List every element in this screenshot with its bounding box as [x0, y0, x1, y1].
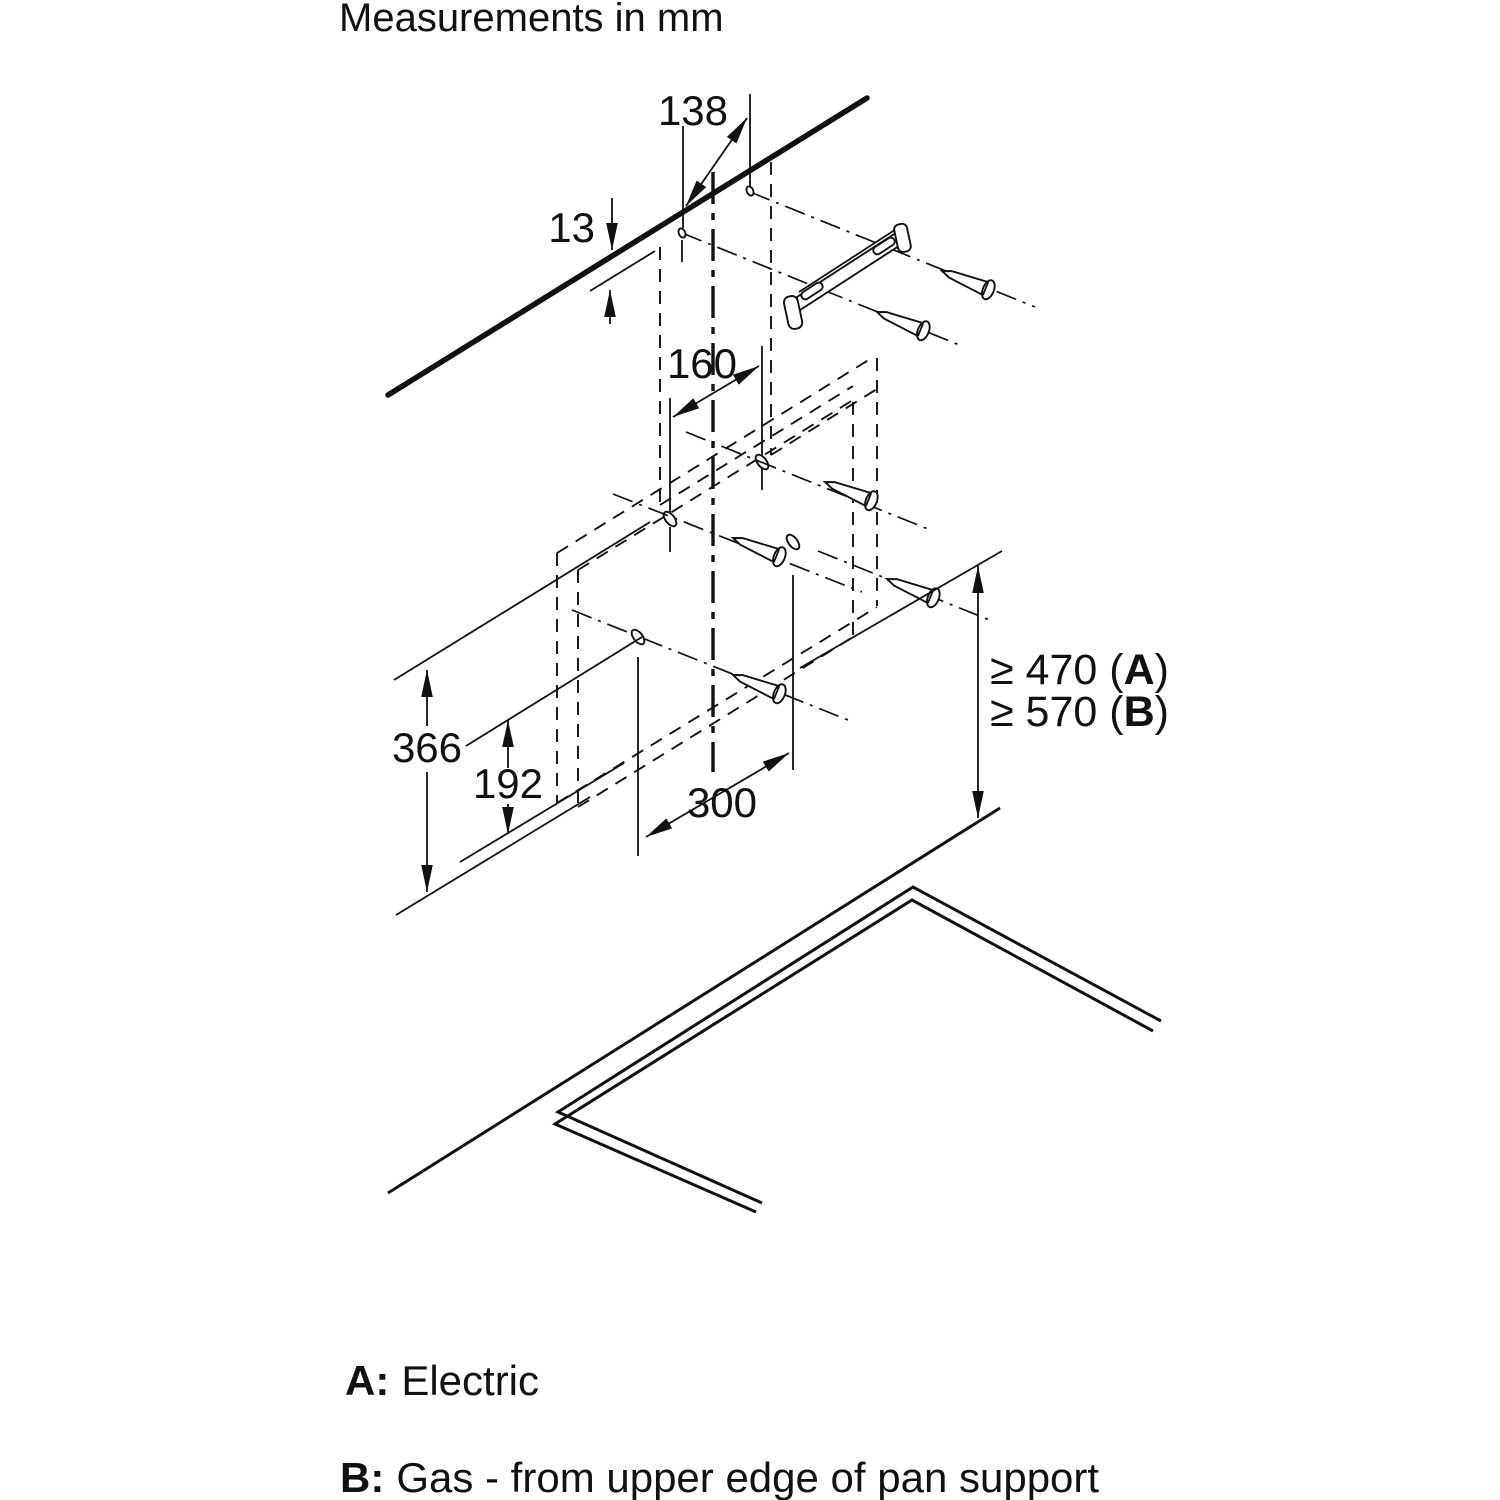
dimension-138: 138 [658, 87, 751, 228]
bracket-screw-upper [937, 260, 999, 303]
dimension-13: 13 [548, 198, 618, 324]
svg-text:160: 160 [667, 340, 737, 387]
hob-outline [551, 885, 1162, 1214]
clearance-gas: ≥ 570 (B) [990, 688, 1169, 736]
svg-text:138: 138 [658, 87, 728, 134]
dimension-160: 160 [667, 340, 763, 513]
offset-reference-line [589, 250, 656, 292]
wall-anchor-hole-right [744, 184, 756, 198]
bracket-slot-left [800, 281, 824, 301]
wall-anchor-hole-left [676, 226, 688, 240]
svg-text:300: 300 [687, 779, 757, 826]
svg-text:13: 13 [548, 204, 595, 251]
chimney-dashed-outline [659, 162, 878, 506]
wall-mounting-bracket [782, 222, 912, 330]
bracket-screw-lower [872, 301, 934, 344]
panel-keyhole-right [783, 531, 803, 553]
wall-line [385, 95, 870, 398]
legend-gas: B:Gas - from upper edge of pan support [340, 1454, 1099, 1500]
svg-text:192: 192 [473, 760, 543, 807]
diagram-title: Measurements in mm [339, 0, 724, 40]
bracket-screw-axis-lower [681, 232, 963, 347]
screw-axis-3 [571, 609, 849, 721]
dimension-clearance: ≥ 470 (A) ≥ 570 (B) [799, 550, 1169, 818]
panel-screw-1 [820, 471, 882, 514]
dimension-300: 300 [637, 575, 794, 856]
panel-screw-2 [728, 527, 790, 570]
legend-electric: A:Electric [345, 1357, 539, 1404]
canopy-dashed-outline [556, 355, 878, 808]
worktop-reference-line [387, 806, 1001, 1195]
svg-text:366: 366 [392, 724, 462, 771]
bracket-slot-right [872, 236, 896, 256]
clearance-electric: ≥ 470 (A) [990, 646, 1169, 694]
screw-axis-1 [685, 431, 929, 530]
panel-screw-4 [728, 664, 790, 707]
dimension-366: 366 [392, 521, 651, 916]
dimension-192: 192 [459, 636, 643, 863]
